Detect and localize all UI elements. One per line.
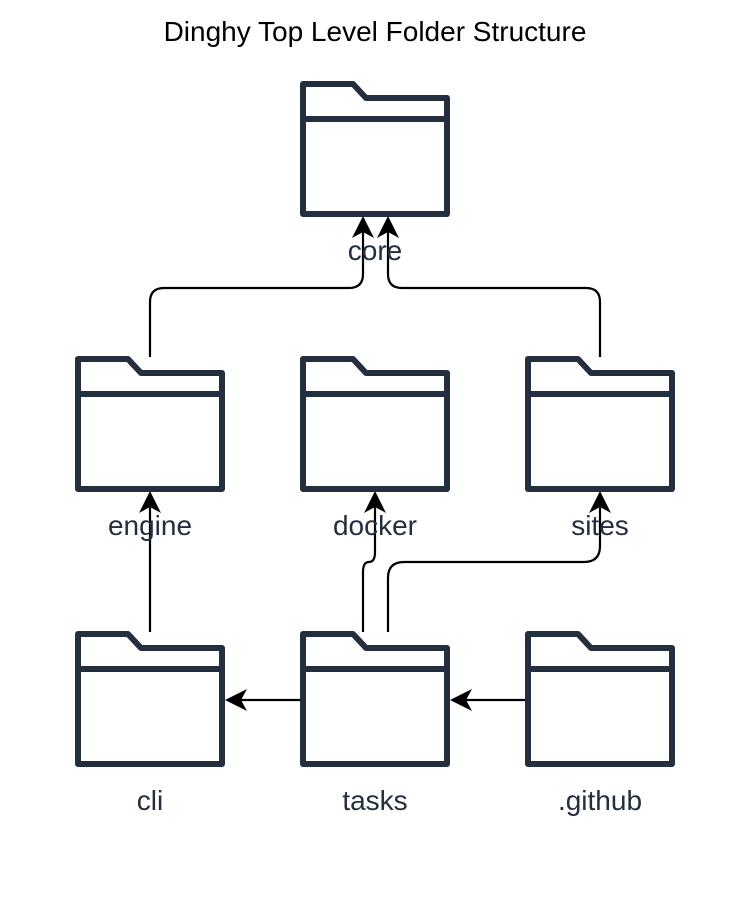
folder-icon bbox=[525, 631, 675, 767]
arrowhead-icon bbox=[139, 491, 161, 513]
folder-label-engine: engine bbox=[108, 510, 192, 541]
folder-icon bbox=[300, 81, 450, 217]
edge-line bbox=[386, 230, 602, 357]
arrowhead-icon bbox=[450, 689, 472, 711]
edges-layer bbox=[139, 216, 611, 711]
edge-line bbox=[148, 230, 365, 357]
arrowhead-icon bbox=[377, 216, 399, 238]
folder-label-cli: cli bbox=[137, 785, 163, 816]
folder-icon bbox=[75, 356, 225, 492]
folder-node-engine[interactable]: engine bbox=[75, 356, 225, 541]
folder-icon bbox=[75, 631, 225, 767]
folder-node-core[interactable]: core bbox=[300, 81, 450, 266]
folder-node-sites[interactable]: sites bbox=[525, 356, 675, 541]
edge-line bbox=[386, 505, 602, 632]
folder-node-cli[interactable]: cli bbox=[75, 631, 225, 816]
diagram-title: Dinghy Top Level Folder Structure bbox=[163, 16, 587, 47]
folder-label-core: core bbox=[348, 235, 402, 266]
folder-icon bbox=[300, 356, 450, 492]
folder-label-sites: sites bbox=[571, 510, 629, 541]
folder-node-github[interactable]: .github bbox=[525, 631, 675, 816]
arrowhead-icon bbox=[225, 689, 247, 711]
arrowhead-icon bbox=[364, 491, 386, 513]
folder-icon bbox=[525, 356, 675, 492]
folder-node-docker[interactable]: docker bbox=[300, 356, 450, 541]
edge-tasks-to-sites bbox=[386, 491, 611, 632]
arrowhead-icon bbox=[352, 216, 374, 238]
folder-label-tasks: tasks bbox=[342, 785, 407, 816]
nodes-layer: core engine docker sites cli tasks .github bbox=[75, 81, 675, 816]
edge-sites-to-core bbox=[377, 216, 602, 357]
edge-github-to-tasks bbox=[450, 689, 525, 711]
edge-tasks-to-docker bbox=[361, 491, 386, 632]
folder-label-github: .github bbox=[558, 785, 642, 816]
folder-label-docker: docker bbox=[333, 510, 417, 541]
edge-tasks-to-cli bbox=[225, 689, 300, 711]
folder-node-tasks[interactable]: tasks bbox=[300, 631, 450, 816]
arrowhead-icon bbox=[589, 491, 611, 513]
folder-icon bbox=[300, 631, 450, 767]
edge-line bbox=[361, 505, 377, 632]
edge-cli-to-engine bbox=[139, 491, 161, 632]
edge-engine-to-core bbox=[148, 216, 374, 357]
